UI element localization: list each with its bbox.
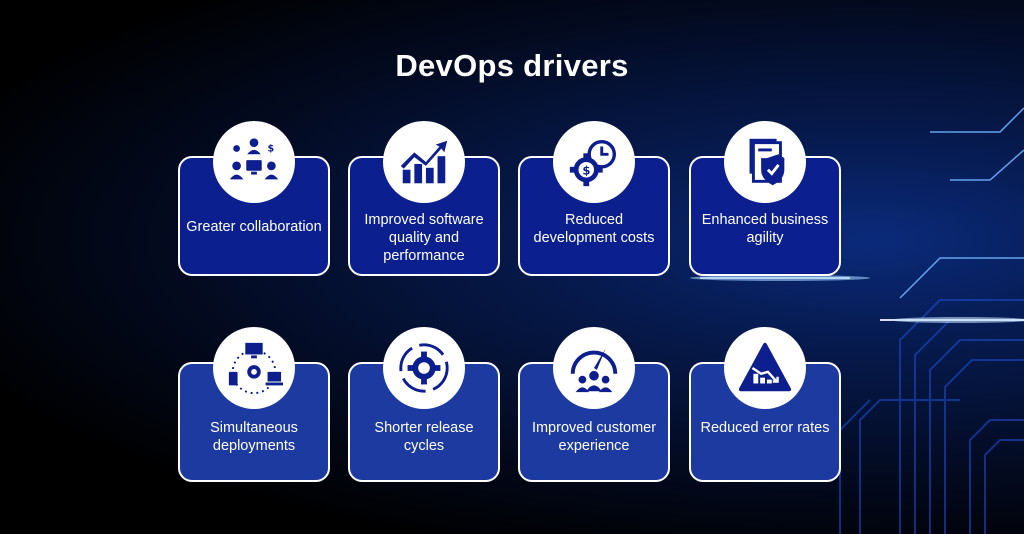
driver-label: Enhanced business agility xyxy=(701,212,829,246)
driver-label: Shorter release cycles xyxy=(374,420,474,454)
growth-chart-icon xyxy=(383,121,465,203)
driver-label: Reduced development costs xyxy=(533,212,655,246)
driver-label: Greater collaboration xyxy=(186,219,322,235)
driver-label: Improved software quality and performanc… xyxy=(364,212,484,264)
customer-gauge-icon xyxy=(553,327,635,409)
gear-cycle-icon xyxy=(383,327,465,409)
documents-shield-icon xyxy=(724,121,806,203)
devices-network-icon xyxy=(213,327,295,409)
driver-card-improved-software-quality: Improved software quality and performanc… xyxy=(348,156,500,276)
svg-text:$: $ xyxy=(268,143,275,154)
cost-gear-clock-icon: $ xyxy=(553,121,635,203)
team-collaboration-icon: $ xyxy=(213,121,295,203)
page-title: DevOps drivers xyxy=(395,48,629,83)
driver-label: Reduced error rates xyxy=(700,420,830,436)
driver-label: Improved customer experience xyxy=(531,420,657,454)
driver-label: Simultaneous deployments xyxy=(210,420,298,454)
svg-text:$: $ xyxy=(582,164,590,178)
error-chart-icon xyxy=(724,327,806,409)
